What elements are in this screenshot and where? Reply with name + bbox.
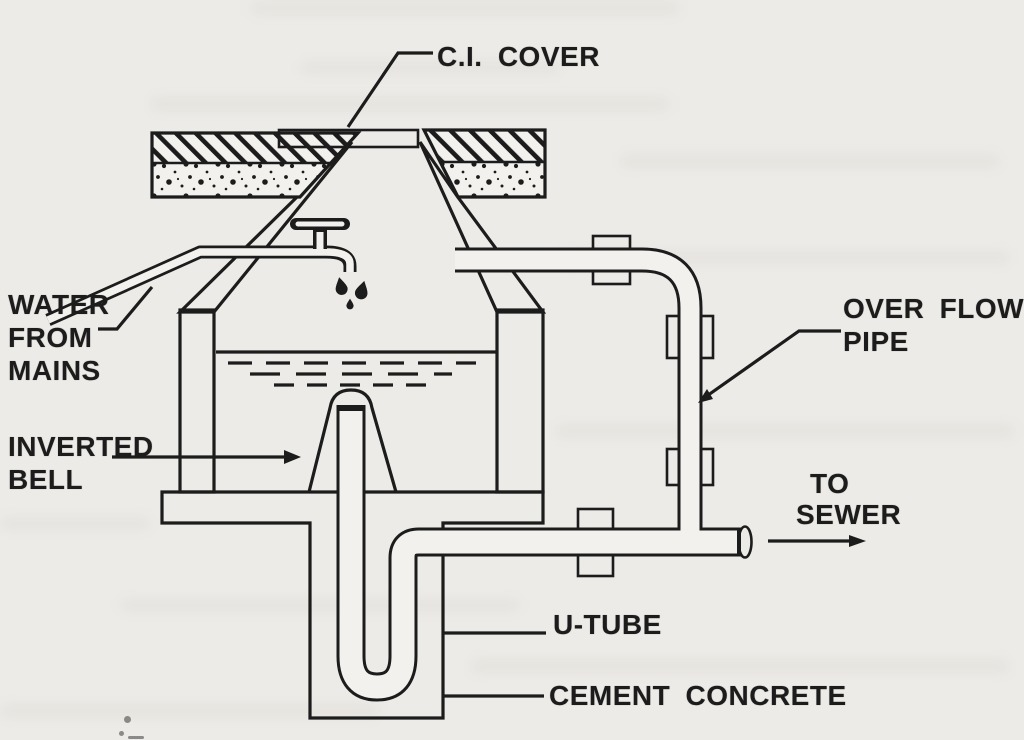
sewer-pipe-mouth [737, 525, 753, 559]
label-line: SEWER [796, 499, 902, 530]
leader-overflow-pipe [703, 329, 841, 400]
inlet-tap-valve [290, 218, 350, 249]
arrowhead-overflow-pipe-icon [698, 389, 713, 403]
label-line: INVERTED [8, 431, 154, 462]
label-ci-cover: C.I. COVER [437, 41, 600, 72]
label-line: OVER FLOW [843, 293, 1024, 324]
inverted-bell-shape [307, 388, 398, 493]
leader-ci-cover [346, 51, 433, 128]
label-u-tube: U-TUBE [553, 609, 662, 640]
cement-concrete-body [160, 490, 545, 720]
arrowhead-to-sewer-icon [849, 535, 866, 547]
water-drops [335, 277, 368, 310]
ground-slab-right [421, 128, 547, 199]
leader-lines [98, 51, 866, 698]
leader-water-from-mains [98, 285, 154, 331]
label-to-sewer: TO SEWER [796, 468, 901, 530]
ci-cover-plate [277, 128, 420, 149]
label-inverted-bell: INVERTED BELL [8, 430, 154, 496]
label-line: PIPE [843, 326, 909, 357]
arrowhead-inverted-bell-icon [284, 450, 301, 464]
ground-slab-left [150, 131, 362, 199]
label-line: FROM [8, 322, 93, 353]
label-water-from-mains: WATER FROM MAINS [8, 288, 110, 387]
label-overflow-pipe: OVER FLOW PIPE [843, 292, 1024, 358]
overflow-bore [455, 250, 700, 545]
label-cement-concrete: CEMENT CONCRETE [549, 680, 847, 711]
label-line: WATER [8, 289, 110, 320]
overflow-pipe [455, 247, 703, 545]
label-line: BELL [8, 464, 84, 495]
label-line: MAINS [8, 355, 101, 386]
inlet-bore [46, 248, 354, 324]
label-line: TO [810, 468, 850, 499]
u-tube-bore [339, 411, 737, 699]
water-surface [216, 350, 496, 387]
